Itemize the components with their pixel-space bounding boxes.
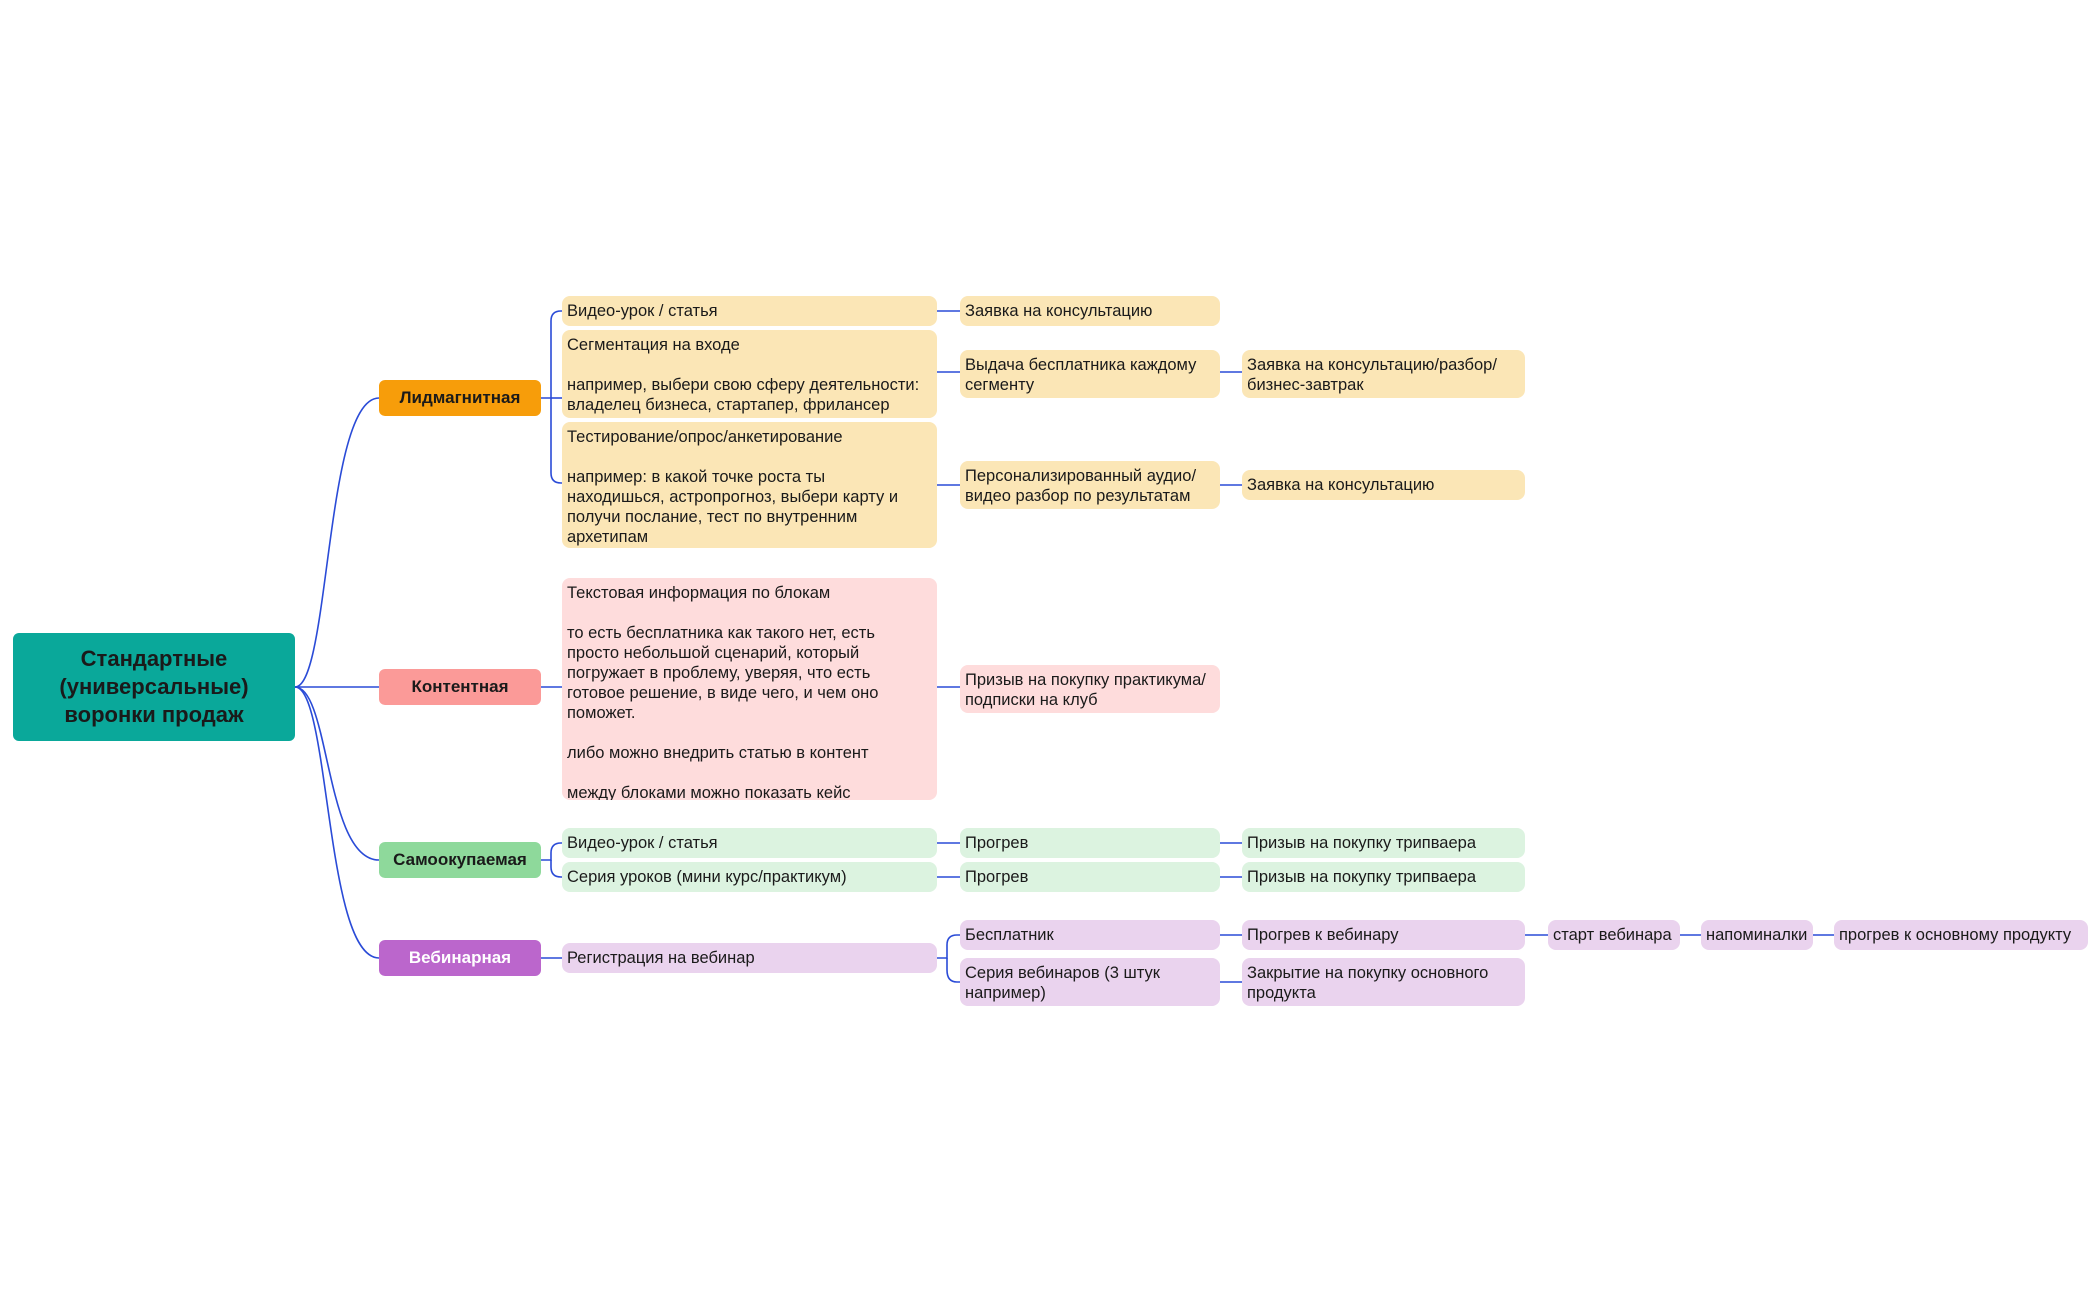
branch-webinar-label: Вебинарная (408, 948, 512, 967)
branch-lead-magnet: Лидмагнитная (379, 380, 541, 416)
branch-content: Контентная (379, 669, 541, 705)
lead-video-consultation-node: Заявка на консультацию (960, 296, 1220, 326)
lead-test-review-node: Персонализированный аудио/ видео разбор … (960, 461, 1220, 509)
branch-content-label: Контентная (411, 677, 509, 696)
self-video-warmup-node: Прогрев (960, 828, 1220, 858)
lead-segment-consultation-node: Заявка на консультацию/разбор/ бизнес-за… (1242, 350, 1525, 398)
self-video-tripwire-node: Призыв на покупку трипваера (1242, 828, 1525, 858)
root-title: Стандартные (универсальные) воронки прод… (59, 646, 249, 727)
self-series-warmup-node: Прогрев (960, 862, 1220, 892)
branch-self-liquidating-label: Самоокупаемая (393, 850, 527, 869)
self-video-node: Видео-урок / статья (562, 828, 937, 858)
webinar-closing-node: Закрытие на покупку основного продукта (1242, 958, 1525, 1006)
branch-lead-magnet-label: Лидмагнитная (399, 388, 521, 407)
lead-test-consultation-node: Заявка на консультацию (1242, 470, 1525, 500)
lead-testing-node: Тестирование/опрос/анкетирование наприме… (562, 422, 937, 548)
webinar-start-node: старт вебинара (1548, 920, 1680, 950)
lead-segment-freebie-node: Выдача бесплатника каждому сегменту (960, 350, 1220, 398)
content-text-node: Текстовая информация по блокам то есть б… (562, 578, 937, 800)
webinar-main-product-warmup-node: прогрев к основному продукту (1834, 920, 2088, 950)
webinar-warmup-node: Прогрев к вебинару (1242, 920, 1525, 950)
webinar-registration-node: Регистрация на вебинар (562, 943, 937, 973)
webinar-freebie-node: Бесплатник (960, 920, 1220, 950)
self-series-node: Серия уроков (мини курс/практикум) (562, 862, 937, 892)
lead-video-node: Видео-урок / статья (562, 296, 937, 326)
webinar-series-node: Серия вебинаров (3 штук например) (960, 958, 1220, 1006)
webinar-reminders-node: напоминалки (1701, 920, 1813, 950)
branch-webinar: Вебинарная (379, 940, 541, 976)
lead-segmentation-node: Сегментация на входе например, выбери св… (562, 330, 937, 418)
branch-self-liquidating: Самоокупаемая (379, 842, 541, 878)
content-cta-node: Призыв на покупку практикума/ подписки н… (960, 665, 1220, 713)
self-series-tripwire-node: Призыв на покупку трипваера (1242, 862, 1525, 892)
root-node: Стандартные (универсальные) воронки прод… (13, 633, 295, 741)
